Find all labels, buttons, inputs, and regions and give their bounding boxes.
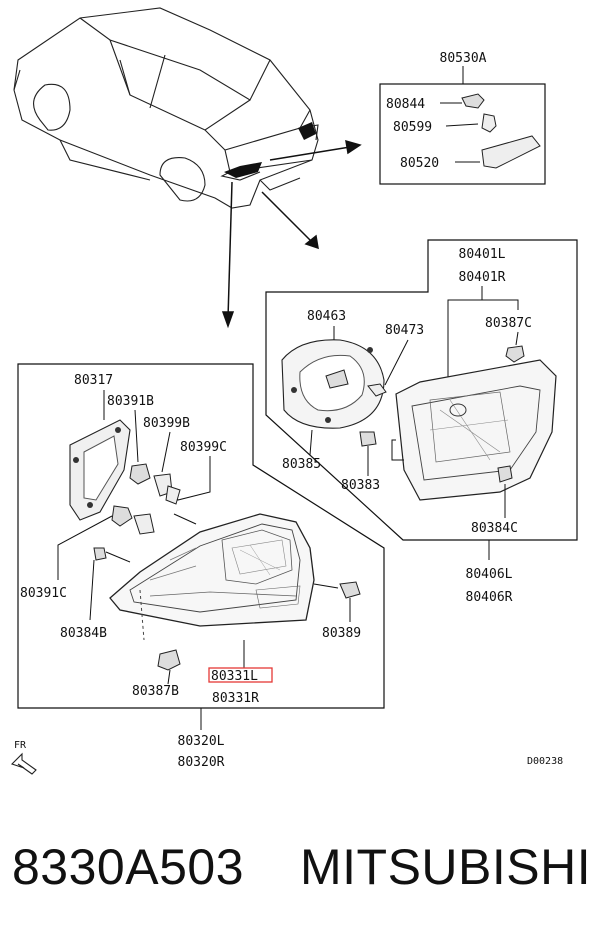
part-label-80399C[interactable]: 80399C	[180, 440, 227, 455]
front-arrow-icon	[10, 752, 37, 775]
part-label-80399B[interactable]: 80399B	[143, 416, 190, 431]
part-label-80320L[interactable]: 80320L	[178, 734, 225, 749]
bulb-icon	[165, 485, 181, 505]
part-label-80383[interactable]: 80383	[341, 478, 380, 493]
brand-name: MITSUBISHI	[300, 839, 592, 895]
part-label-80384C[interactable]: 80384C	[471, 521, 518, 536]
clip-icon	[93, 547, 107, 561]
clip-icon	[497, 465, 513, 483]
vehicle-illustration	[13, 7, 319, 209]
bulb-icon	[481, 113, 497, 133]
socket-icon	[461, 93, 485, 109]
part-label-80384B[interactable]: 80384B	[60, 626, 107, 641]
part-number: 8330A503	[12, 839, 245, 895]
bolt-icon	[339, 581, 361, 599]
license-lamp-lens-icon	[481, 135, 541, 169]
part-label-80391B[interactable]: 80391B	[107, 394, 154, 409]
highlight-box	[208, 667, 273, 683]
part-label-80844[interactable]: 80844	[386, 97, 425, 112]
part-label-80331L[interactable]: 80331L	[211, 669, 258, 684]
fr-label: FR	[14, 740, 27, 751]
front-direction-indicator: FR	[10, 740, 37, 775]
bulb-icon	[133, 513, 155, 535]
nut-icon	[359, 431, 377, 447]
part-label-80599[interactable]: 80599	[393, 120, 432, 135]
license-lamp-group: 80530A 80844 80599 80520	[379, 51, 546, 185]
part-label-80530A[interactable]: 80530A	[440, 51, 487, 66]
part-label-80317[interactable]: 80317	[74, 373, 113, 388]
part-label-80387B[interactable]: 80387B	[132, 684, 179, 699]
part-label-80463[interactable]: 80463	[307, 309, 346, 324]
socket-icon	[325, 369, 349, 389]
part-label-80406L[interactable]: 80406L	[466, 567, 513, 582]
socket-icon	[111, 505, 133, 527]
outer-lamp-group: 80317 80391B 80399B 80399C 80391C 80384B	[17, 363, 385, 770]
parts-diagram: 80530A 80844 80599 80520 80401L 80401R 8…	[10, 7, 578, 775]
diagram-code: D00238	[527, 756, 563, 767]
part-label-80331R[interactable]: 80331R	[212, 691, 259, 706]
part-label-80387C[interactable]: 80387C	[485, 316, 532, 331]
tail-lamp-highlight-left	[224, 162, 262, 178]
socket-icon	[129, 463, 151, 485]
screw-icon	[505, 345, 525, 363]
screw-icon	[157, 649, 181, 671]
part-label-80320R[interactable]: 80320R	[178, 755, 225, 770]
footer: 8330A503 MITSUBISHI	[0, 828, 600, 918]
part-label-80401L[interactable]: 80401L	[459, 247, 506, 262]
bulb-icon	[367, 383, 387, 397]
part-label-80385[interactable]: 80385	[282, 457, 321, 472]
inner-lamp-icon	[395, 359, 557, 501]
part-label-80473[interactable]: 80473	[385, 323, 424, 338]
part-label-80401R[interactable]: 80401R	[459, 270, 506, 285]
tail-lamp-highlight-right	[298, 122, 316, 140]
part-label-80520[interactable]: 80520	[400, 156, 439, 171]
part-label-80391C[interactable]: 80391C	[20, 586, 67, 601]
outer-lamp-icon	[109, 513, 315, 627]
part-label-80406R[interactable]: 80406R	[466, 590, 513, 605]
part-label-80389[interactable]: 80389	[322, 626, 361, 641]
inner-lamp-group: 80401L 80401R 80463 80473 80387C 80385 8…	[265, 239, 578, 605]
callout-arrows	[221, 139, 362, 329]
